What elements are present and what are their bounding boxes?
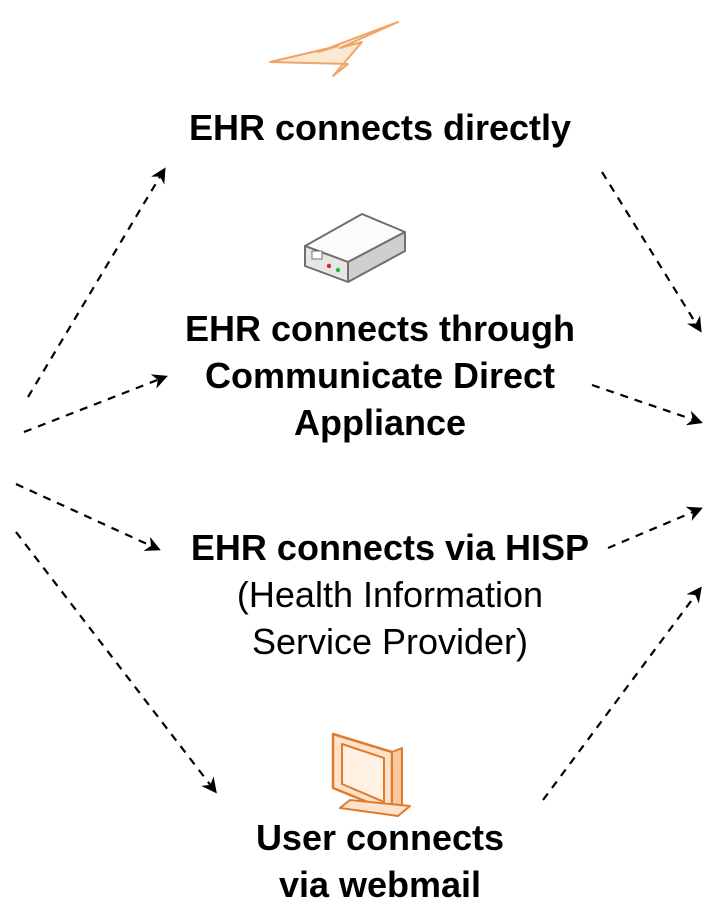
arrow-direct-to-right <box>601 171 702 333</box>
appliance-title-line-2: Communicate Direct <box>204 355 556 396</box>
webmail-title-line-1: User connects <box>255 817 505 858</box>
arrow-appliance-to-right <box>591 383 703 426</box>
webmail-label: User connects via webmail <box>190 814 570 908</box>
webmail-title-line-2: via webmail <box>278 864 482 905</box>
hisp-subtitle-line-2: Service Provider) <box>251 621 529 662</box>
arrow-left-to-hisp <box>15 482 161 551</box>
appliance-label: EHR connects through Communicate Direct … <box>140 305 620 446</box>
hisp-title: EHR connects via HISP <box>190 527 590 568</box>
lightning-bolt-icon <box>269 21 399 77</box>
direct-label: EHR connects directly <box>150 104 610 151</box>
arrow-left-to-webmail <box>15 531 217 794</box>
hisp-subtitle-line-1: (Health Information <box>236 574 544 615</box>
network-appliance-icon <box>304 213 406 283</box>
hisp-label: EHR connects via HISP (Health Informatio… <box>160 524 620 665</box>
appliance-title-line-1: EHR connects through <box>184 308 575 349</box>
arrow-left-to-appliance <box>23 374 168 434</box>
arrow-hisp-to-right <box>607 506 703 550</box>
direct-title: EHR connects directly <box>188 107 572 148</box>
computer-monitor-icon <box>331 732 411 817</box>
appliance-title-line-3: Appliance <box>293 402 467 443</box>
